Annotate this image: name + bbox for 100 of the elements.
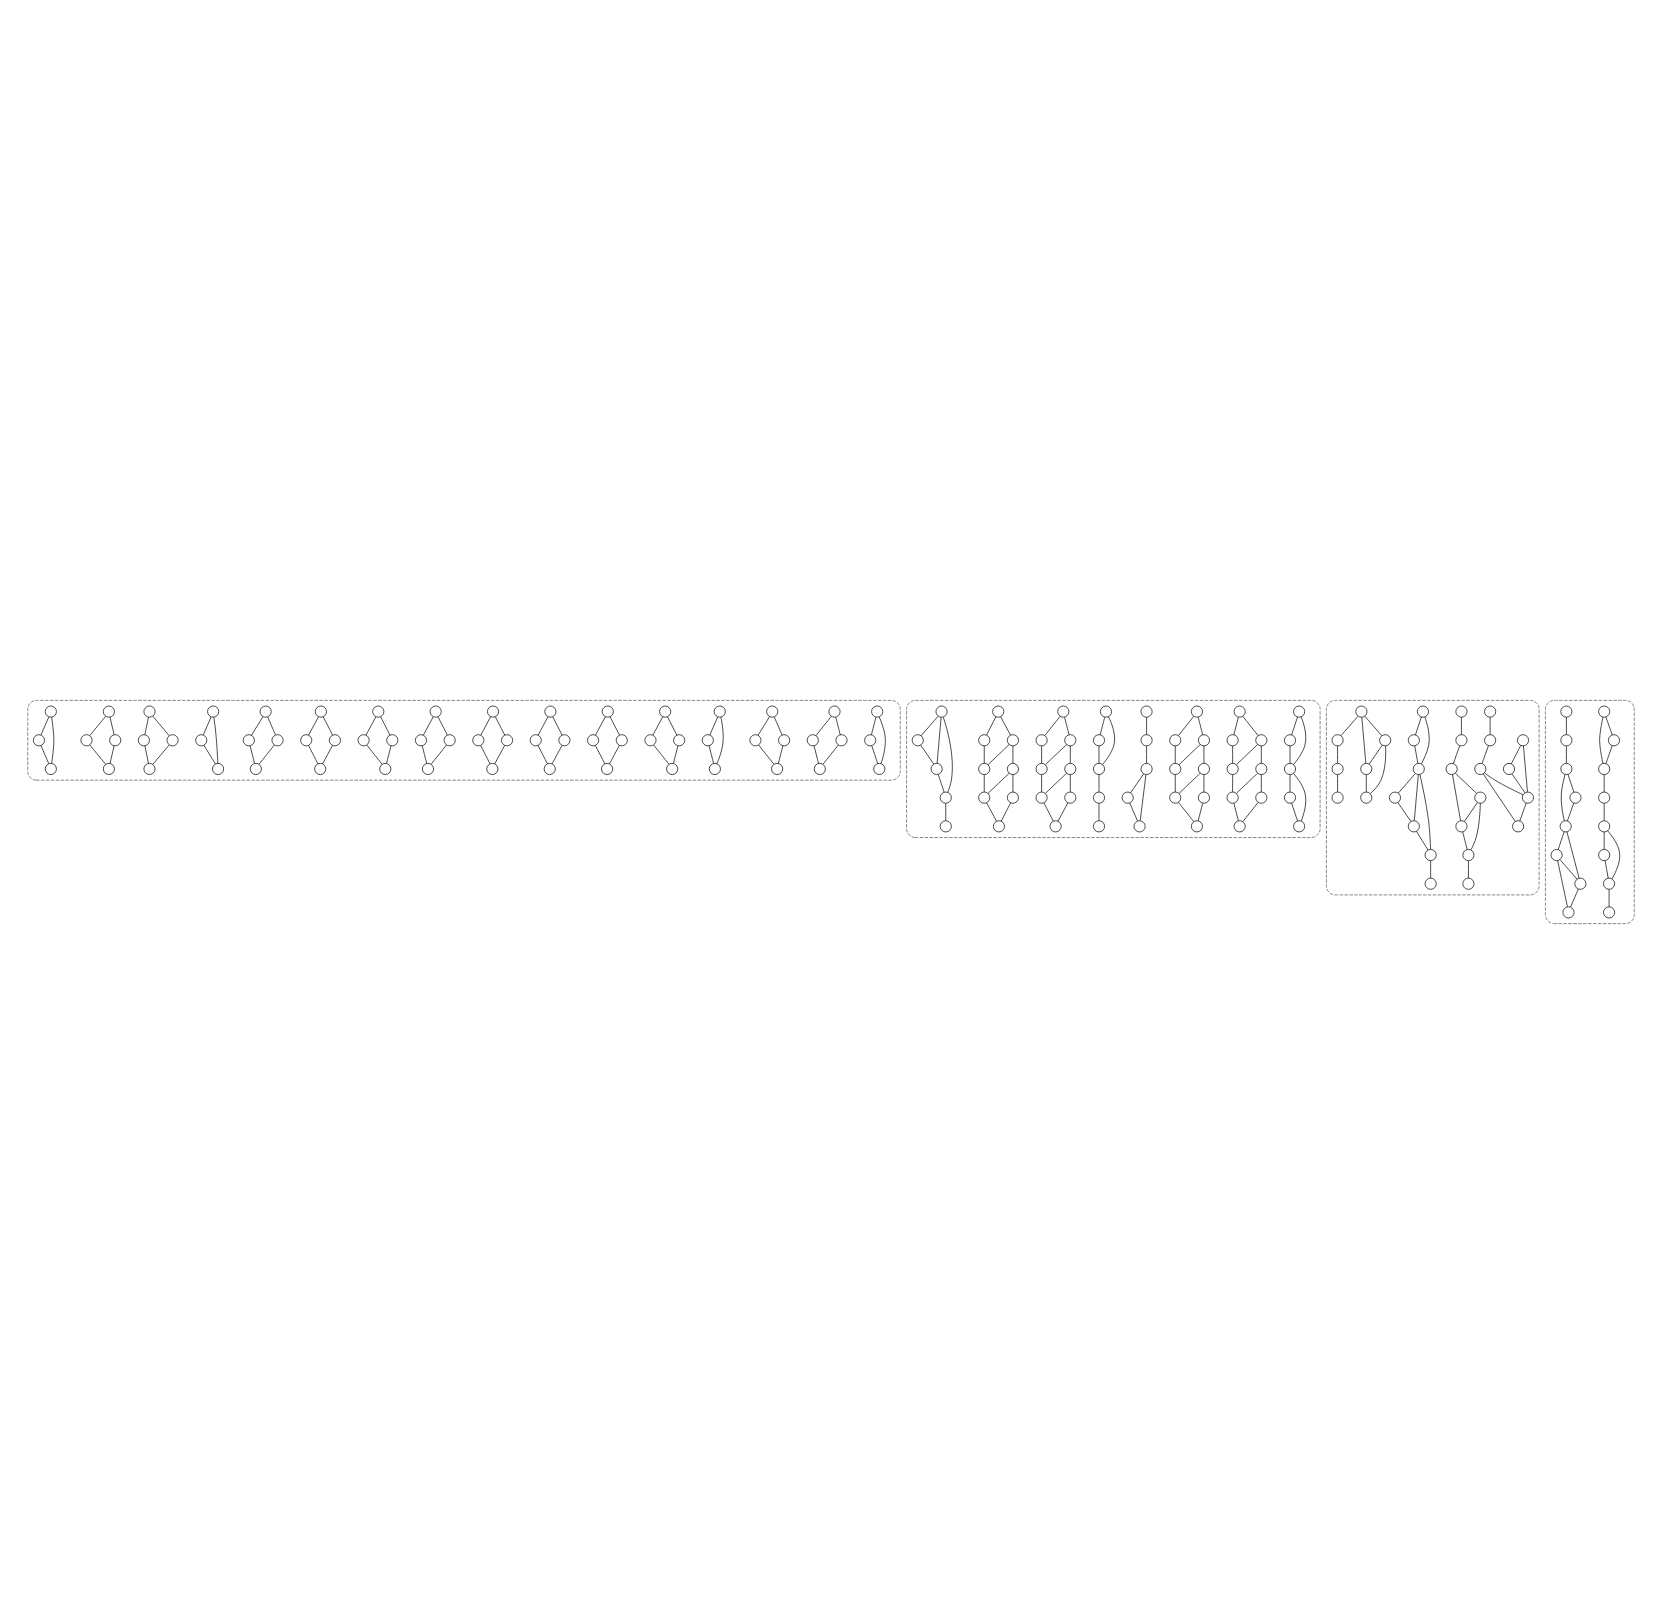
connector (40, 744, 50, 763)
node-circle (1331, 790, 1344, 803)
node-circle (143, 762, 156, 774)
connector (936, 715, 942, 763)
connector (203, 743, 216, 764)
connector (1069, 773, 1071, 792)
connector (1233, 802, 1239, 821)
connector (423, 715, 434, 735)
node-circle (766, 704, 779, 717)
connector (421, 744, 428, 763)
node-circle (644, 733, 657, 746)
node-circle (1007, 762, 1019, 774)
node-circle (1455, 819, 1468, 832)
connector (1413, 773, 1419, 820)
node-circle (911, 733, 924, 746)
connector (835, 715, 841, 735)
node-circle (1559, 819, 1572, 832)
connector (878, 715, 886, 763)
connector (871, 715, 877, 735)
connector (1178, 801, 1195, 821)
connector (986, 715, 997, 735)
node-circle (80, 733, 93, 746)
connector (1416, 829, 1429, 850)
connector (813, 744, 819, 763)
connector (1057, 801, 1069, 821)
connector (1044, 714, 1061, 735)
node-circle (935, 704, 948, 717)
node-circle (978, 733, 991, 746)
connector (1566, 830, 1580, 878)
node-circle (1379, 733, 1392, 746)
connector (1484, 771, 1524, 795)
connector (1567, 801, 1575, 821)
node-circle (1093, 790, 1105, 803)
connector (495, 715, 506, 735)
node-circle (314, 704, 327, 717)
connector (144, 715, 149, 734)
connector (537, 744, 548, 764)
node-circle (415, 733, 427, 746)
connector (1242, 801, 1259, 821)
connector (1415, 715, 1422, 735)
connector (1146, 715, 1147, 734)
connector (1482, 772, 1516, 821)
connector (437, 715, 448, 735)
connector (1398, 772, 1416, 793)
node-circle (443, 733, 456, 746)
connector (1102, 715, 1115, 764)
connector (152, 714, 170, 736)
connector (1605, 744, 1613, 763)
node-circle (300, 733, 313, 746)
connector (1232, 773, 1233, 792)
connector (109, 744, 115, 763)
connector (89, 714, 106, 735)
connector (609, 715, 620, 735)
connector (1604, 859, 1609, 878)
node-circle (939, 790, 952, 803)
connector (945, 802, 947, 820)
node-circle (1424, 876, 1437, 889)
node-circle (1503, 762, 1515, 774)
node-circle (806, 733, 819, 746)
node-circle (708, 762, 721, 774)
node-circle (1293, 704, 1306, 717)
node-circle (1407, 819, 1420, 832)
connector (1455, 771, 1477, 793)
connector (40, 715, 50, 735)
connector (1340, 714, 1359, 736)
connector (1368, 743, 1383, 764)
connector (1419, 773, 1431, 849)
node-circle (102, 762, 115, 774)
node-circle (1284, 733, 1296, 746)
node-circle (615, 733, 628, 746)
connector (308, 744, 319, 764)
node-circle (1284, 790, 1296, 803)
node-circle (529, 733, 542, 746)
node-circle (1484, 704, 1497, 717)
node-circle (1169, 733, 1182, 746)
connector (1129, 801, 1138, 821)
node-circle (864, 733, 877, 746)
connector (1242, 714, 1259, 735)
connector (937, 773, 945, 792)
node-circle (487, 704, 499, 717)
node-circle (1331, 762, 1344, 774)
connector (1566, 744, 1567, 763)
connector (494, 744, 505, 764)
node-circle (1121, 790, 1134, 803)
connector (89, 743, 106, 764)
connector (551, 744, 563, 764)
node-circle (1064, 790, 1077, 803)
connector (1519, 801, 1527, 821)
node-circle (587, 733, 600, 746)
connector (1364, 714, 1383, 736)
node-circle (1007, 733, 1019, 746)
connector (1197, 802, 1203, 821)
node-circle (137, 733, 150, 746)
node-circle (1226, 733, 1239, 746)
connector (1430, 859, 1431, 878)
connector (757, 715, 770, 735)
node-circle (1360, 790, 1373, 803)
connector (213, 715, 219, 763)
node-circle (1598, 762, 1611, 774)
connector (1203, 744, 1205, 763)
